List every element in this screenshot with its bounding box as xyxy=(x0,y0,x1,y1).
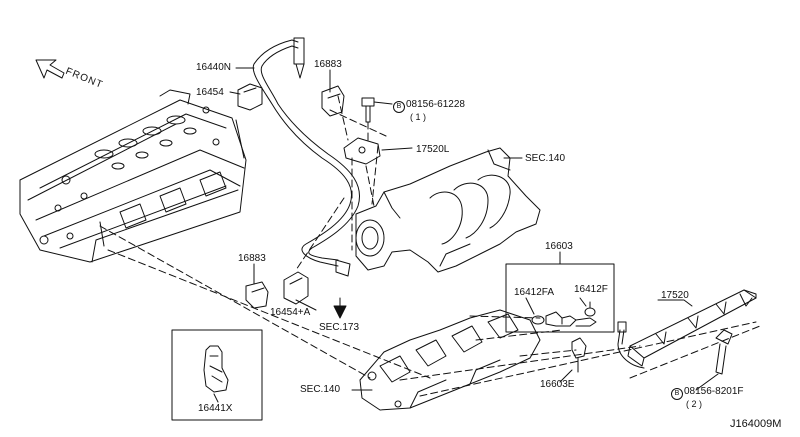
bolt-upper xyxy=(361,97,375,123)
clip-16603e xyxy=(571,337,587,373)
part-16441x-label: 16441X xyxy=(198,403,233,414)
injector-group-box xyxy=(505,251,615,333)
front-arrow xyxy=(35,59,65,79)
connector-16883-lower xyxy=(245,281,269,309)
part-16412f-label: 16412F xyxy=(574,284,608,295)
leader-lines xyxy=(213,67,719,403)
insulator-16412fa xyxy=(531,315,545,325)
part-16454-label: 16454 xyxy=(196,87,224,98)
diagram-id: J164009M xyxy=(730,418,782,430)
part-16603e-label: 16603E xyxy=(540,379,575,390)
connector-16441x xyxy=(203,345,229,393)
intake-manifold-upper xyxy=(355,147,541,273)
bolt-08156-8201f-number: 08156-8201F xyxy=(684,386,744,397)
sec140-top-label: SEC.140 xyxy=(525,153,566,164)
hose-16440n xyxy=(252,37,360,277)
sec140-bottom-label: SEC.140 xyxy=(300,384,341,395)
cylinder-head xyxy=(19,89,247,263)
fuel-rail-17520 xyxy=(617,289,757,369)
intake-manifold-lower xyxy=(359,309,541,411)
bolt-marker-top: B xyxy=(393,101,405,113)
part-16440n-label: 16440N xyxy=(196,62,232,73)
bolt-08156-8201f-qty: ( 2 ) xyxy=(686,399,703,409)
clip-16454a xyxy=(283,271,309,305)
bracket-17520l xyxy=(343,137,381,165)
sec173-arrow xyxy=(333,297,347,319)
dashed-lines xyxy=(99,95,761,397)
part-17520-label: 17520 xyxy=(661,290,689,301)
sec173-label: SEC.173 xyxy=(319,322,360,333)
clip-16454 xyxy=(237,83,263,111)
part-16883-mid-label: 16883 xyxy=(238,253,266,264)
part-16603-label: 16603 xyxy=(545,241,573,252)
bolt-08156-61228-qty: ( 1 ) xyxy=(410,112,427,122)
part-17520l-label: 17520L xyxy=(416,144,450,155)
injector-16603 xyxy=(545,311,597,327)
part-16454a-label: 16454+A xyxy=(270,307,311,318)
bolt-08156-61228-number: 08156-61228 xyxy=(406,99,465,110)
part-16412fa-label: 16412FA xyxy=(514,287,555,298)
inset-box xyxy=(171,329,263,421)
bolt-marker-bottom: B xyxy=(671,388,683,400)
bolt-lower xyxy=(715,329,733,375)
seal-16412f xyxy=(584,301,596,317)
part-16883-top-label: 16883 xyxy=(314,59,342,70)
